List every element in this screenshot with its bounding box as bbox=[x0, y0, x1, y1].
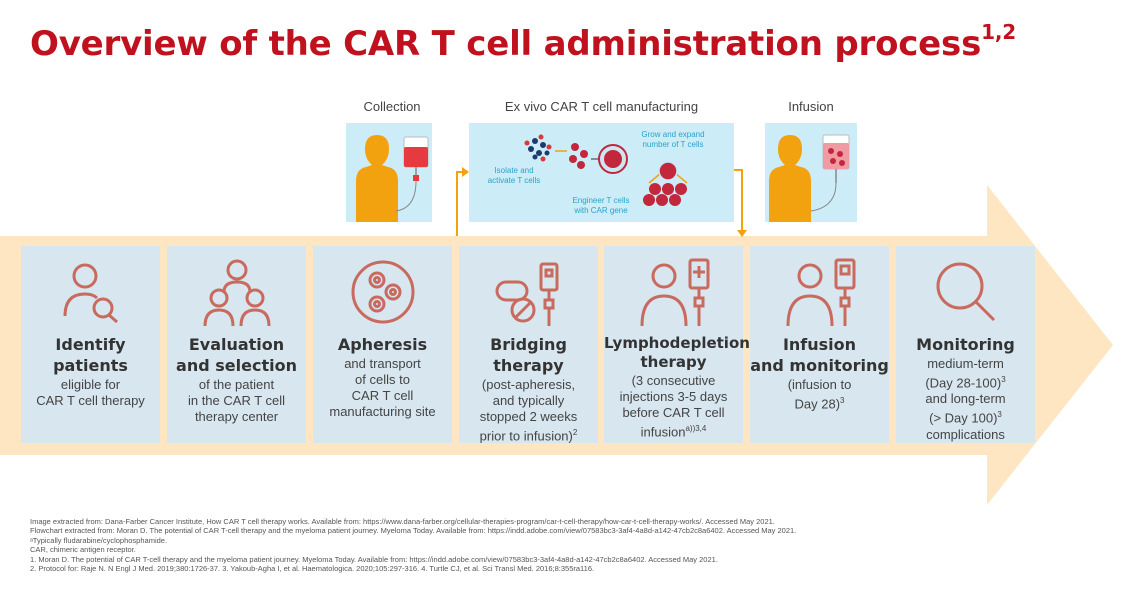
phase-label-collection: Collection bbox=[363, 99, 421, 114]
footnote-line: ᵃTypically fludarabine/cyclophosphamide. bbox=[30, 535, 168, 545]
magnifier-icon bbox=[936, 262, 995, 322]
footnote-line: 2. Protocol for: Raje N. N Engl J Med. 2… bbox=[30, 564, 595, 574]
group-icon bbox=[203, 259, 270, 327]
phase-label-infusion: Infusion bbox=[788, 99, 834, 114]
step-title: Monitoring bbox=[916, 335, 1015, 354]
connector-to-manufacturing bbox=[456, 171, 467, 236]
infusion-illustration bbox=[765, 123, 857, 222]
footnotes: Image extracted from: Dana-Farber Cancer… bbox=[30, 517, 796, 573]
infusion-icon bbox=[769, 134, 850, 222]
footnote-line: Flowchart extracted from: Moran D. The p… bbox=[30, 526, 797, 536]
footnote-line: CAR, chimeric antigen receptor. bbox=[30, 545, 136, 555]
title-references: 1,2 bbox=[981, 20, 1016, 44]
apheresis-collection-icon bbox=[356, 135, 429, 222]
phase-label-manufacturing: Ex vivo CAR T cell manufacturing bbox=[504, 99, 699, 114]
page-title: Overview of the CAR T cell administratio… bbox=[30, 20, 1016, 64]
person-search-icon bbox=[63, 263, 118, 324]
t-cell-manufacturing-icon bbox=[524, 134, 688, 206]
collection-illustration bbox=[346, 123, 432, 222]
cells-icon bbox=[351, 260, 414, 324]
footnote-line: 1. Moran D. The potential of CAR T-cell … bbox=[30, 554, 718, 564]
pill-iv-icon bbox=[495, 262, 558, 326]
connector-to-infusion bbox=[734, 169, 743, 232]
person-iv-icon bbox=[786, 258, 855, 327]
footnote-line: Image extracted from: Dana-Farber Cancer… bbox=[30, 517, 775, 526]
step-title: Apheresis bbox=[337, 335, 428, 354]
person-iv-icon bbox=[640, 258, 709, 327]
